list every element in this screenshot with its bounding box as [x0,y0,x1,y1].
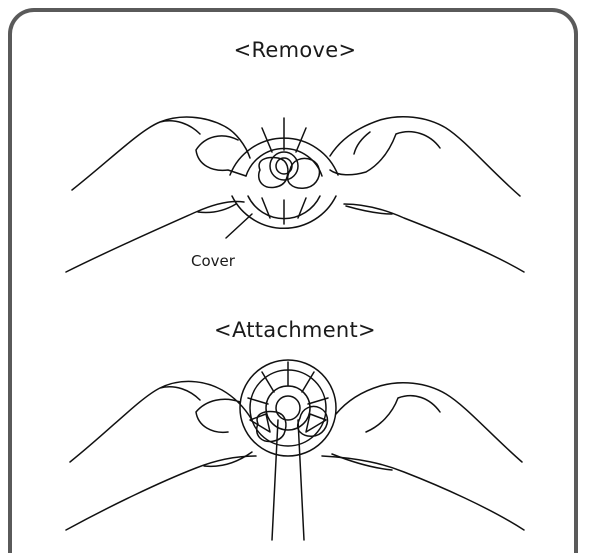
left-thumb [259,158,288,188]
right-hand-lower-remove [344,204,524,272]
attachment-illustration [66,360,524,540]
shaft [272,420,304,540]
cover-disc-attach [240,360,336,456]
right-hand-remove [330,117,520,196]
left-hand-attach [70,381,252,462]
left-hand-remove [72,117,250,190]
right-hand-lower-attach [322,456,524,530]
right-hand-attach [336,383,522,462]
left-hand-lower-attach [66,456,256,530]
cover-disc [230,118,338,228]
remove-illustration [66,117,524,272]
cover-callout-line [226,214,252,238]
